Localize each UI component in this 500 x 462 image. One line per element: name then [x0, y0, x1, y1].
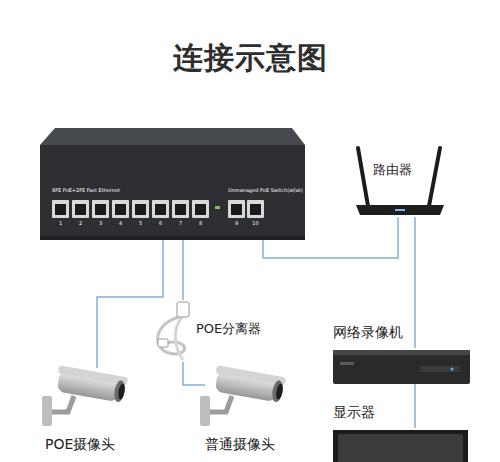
port-number: 5	[139, 221, 142, 226]
switch-front	[40, 145, 305, 240]
port-number: 2	[79, 221, 82, 226]
router-icon	[356, 148, 444, 215]
port-hole	[135, 204, 146, 215]
sun-shield	[58, 365, 128, 385]
device-label: 路由器	[373, 163, 412, 178]
port	[192, 200, 209, 218]
port-hole	[195, 204, 206, 215]
port-number: 1	[59, 221, 62, 226]
port	[152, 200, 169, 218]
nvr-detail	[340, 362, 354, 365]
monitor-icon	[333, 430, 468, 462]
port	[72, 200, 89, 218]
port-hole	[250, 204, 261, 215]
led	[215, 206, 220, 209]
switch-body	[40, 128, 305, 240]
nvr-top	[333, 350, 470, 355]
port-number: 7	[179, 221, 182, 226]
port-number: 3	[99, 221, 102, 226]
device-label: 普通摄像头	[205, 436, 275, 452]
monitor-screen	[338, 434, 463, 462]
camera-body	[55, 365, 128, 403]
port-number: 10	[252, 221, 258, 226]
switch-ports	[52, 200, 264, 218]
switch-base	[40, 236, 305, 240]
port-hole	[231, 204, 242, 215]
router-body	[356, 205, 444, 215]
port-hole	[155, 204, 166, 215]
port-number: 6	[159, 221, 162, 226]
poe-camera-icon	[42, 365, 128, 426]
cable-line	[97, 240, 163, 368]
nvr-body	[333, 350, 470, 384]
port-number: 4	[119, 221, 122, 226]
splitter-cable	[175, 316, 183, 360]
port	[228, 200, 245, 218]
cable-line	[182, 240, 184, 300]
splitter-plug	[177, 302, 189, 317]
port-number: 8	[199, 221, 202, 226]
antenna	[358, 148, 368, 206]
port	[247, 200, 264, 218]
splitter-plug	[158, 339, 168, 347]
device-node: 网络录像机	[333, 348, 470, 384]
device-node: POE摄像头	[38, 368, 138, 458]
port-hole	[75, 204, 86, 215]
device-node: POE分离器	[150, 300, 270, 362]
lens	[117, 383, 126, 400]
cable-line	[414, 217, 416, 348]
nvr-icon	[333, 350, 470, 384]
device-label: 显示器	[333, 404, 375, 420]
device-node: 显示器	[333, 428, 468, 462]
title-area: 连接示意图	[0, 38, 500, 79]
port-hole	[55, 204, 66, 215]
camera-icon	[200, 365, 286, 426]
diagram-title: 连接示意图	[173, 38, 328, 79]
nvr-panel	[420, 366, 460, 372]
device-label: POE摄像头	[45, 436, 115, 452]
sun-shield	[216, 365, 286, 385]
lens	[275, 383, 284, 400]
port-holes	[55, 204, 261, 215]
port-hole	[115, 204, 126, 215]
led	[451, 368, 454, 371]
port-hole	[95, 204, 106, 215]
port	[52, 200, 69, 218]
port-number: 9	[235, 221, 238, 226]
wall-plate	[200, 396, 210, 426]
led	[395, 209, 405, 211]
antenna	[429, 148, 440, 206]
device-label: 网络录像机	[333, 324, 403, 340]
wall-plate	[42, 396, 52, 426]
switch-top	[40, 128, 305, 145]
poe-splitter-icon	[158, 302, 189, 360]
device-label: Unmanaged PoE Switch(af/at)	[228, 188, 303, 194]
device-node: 路由器	[352, 145, 448, 217]
lens-ring	[113, 380, 127, 403]
cable-line	[263, 217, 398, 258]
port	[92, 200, 109, 218]
cable-line	[414, 384, 416, 428]
port	[172, 200, 189, 218]
device-label: 8FE PoE+2FE Fast Ethernet	[52, 188, 120, 194]
port	[132, 200, 149, 218]
camera-arm	[210, 396, 232, 412]
device-label: POE分离器	[196, 322, 261, 337]
cable-line	[183, 362, 205, 385]
port-hole	[175, 204, 186, 215]
camera-arm	[52, 396, 74, 412]
port	[112, 200, 129, 218]
lens-ring	[271, 380, 285, 403]
device-node: 普通摄像头	[205, 368, 295, 458]
camera-body	[213, 365, 286, 403]
